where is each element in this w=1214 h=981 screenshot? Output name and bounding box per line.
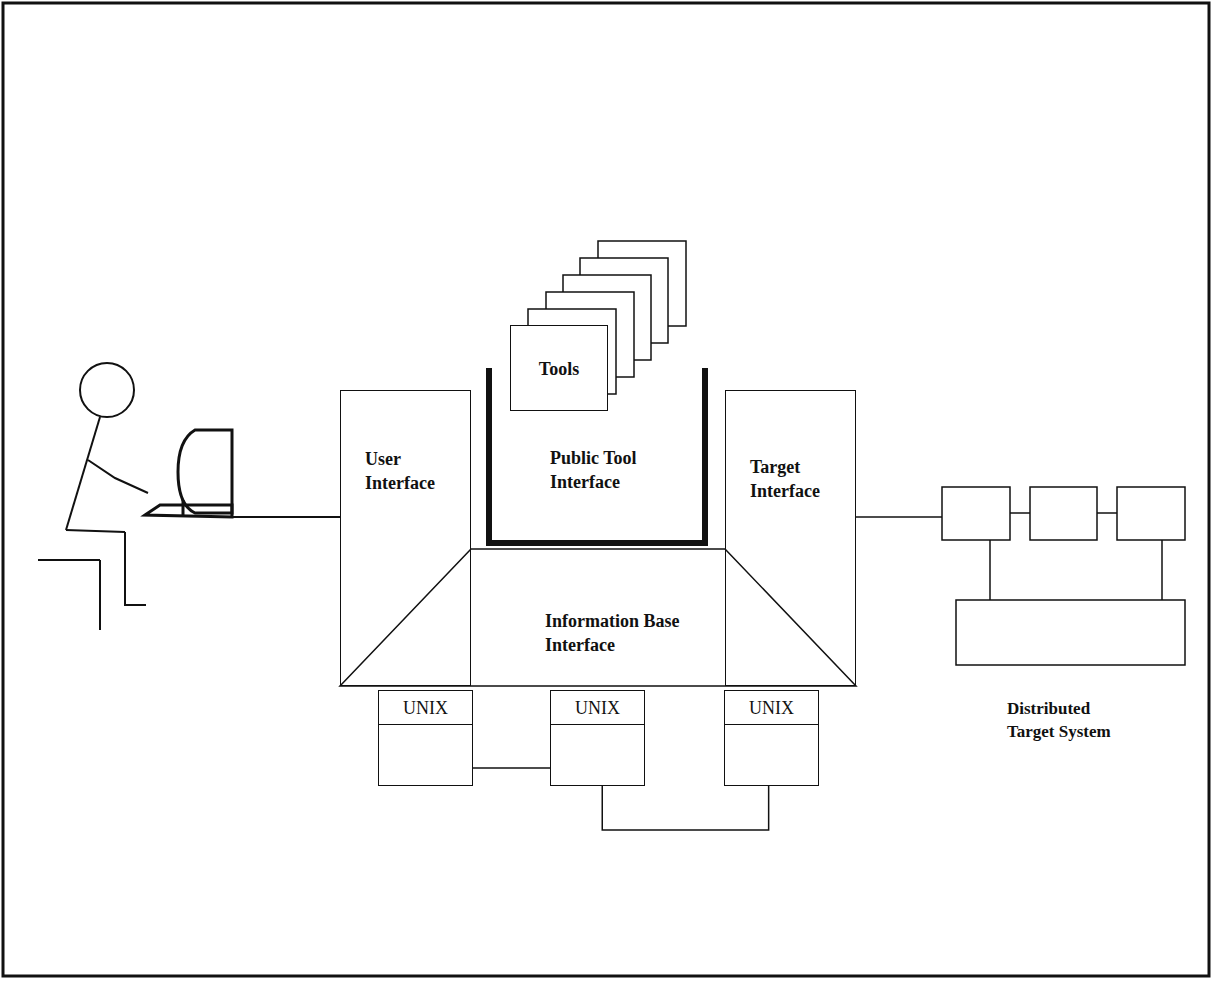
node-label: UNIX [379,691,472,725]
unix-host: UNIX [550,690,645,786]
tool-page: Tools [510,325,608,411]
terminal [145,430,340,517]
target-system [856,487,1185,665]
unix-host: UNIX [378,690,473,786]
public-tool-interface: Public Tool Interface [486,368,708,546]
user-interface-box: User Interface [340,390,471,686]
link-line [602,786,768,830]
link-line [473,767,550,769]
system-caption: Distributed Target System [1007,697,1137,743]
network-link [602,786,768,830]
network-link [473,768,550,769]
user-figure [38,363,148,630]
node-label: UNIX [551,691,644,725]
node-label: Tools [511,357,607,381]
node-label: Target Interface [750,455,850,503]
node-label: Information Base Interface [545,609,730,657]
unix-host: UNIX [724,690,819,786]
target-interface-box: Target Interface [725,390,856,686]
node-label: Public Tool Interface [550,446,675,494]
information-base-trapezoid: Information Base Interface [340,549,856,686]
frame [3,3,1209,976]
trapezoid-shape [340,549,856,686]
node-label: User Interface [365,447,465,495]
node-label: UNIX [725,691,818,725]
